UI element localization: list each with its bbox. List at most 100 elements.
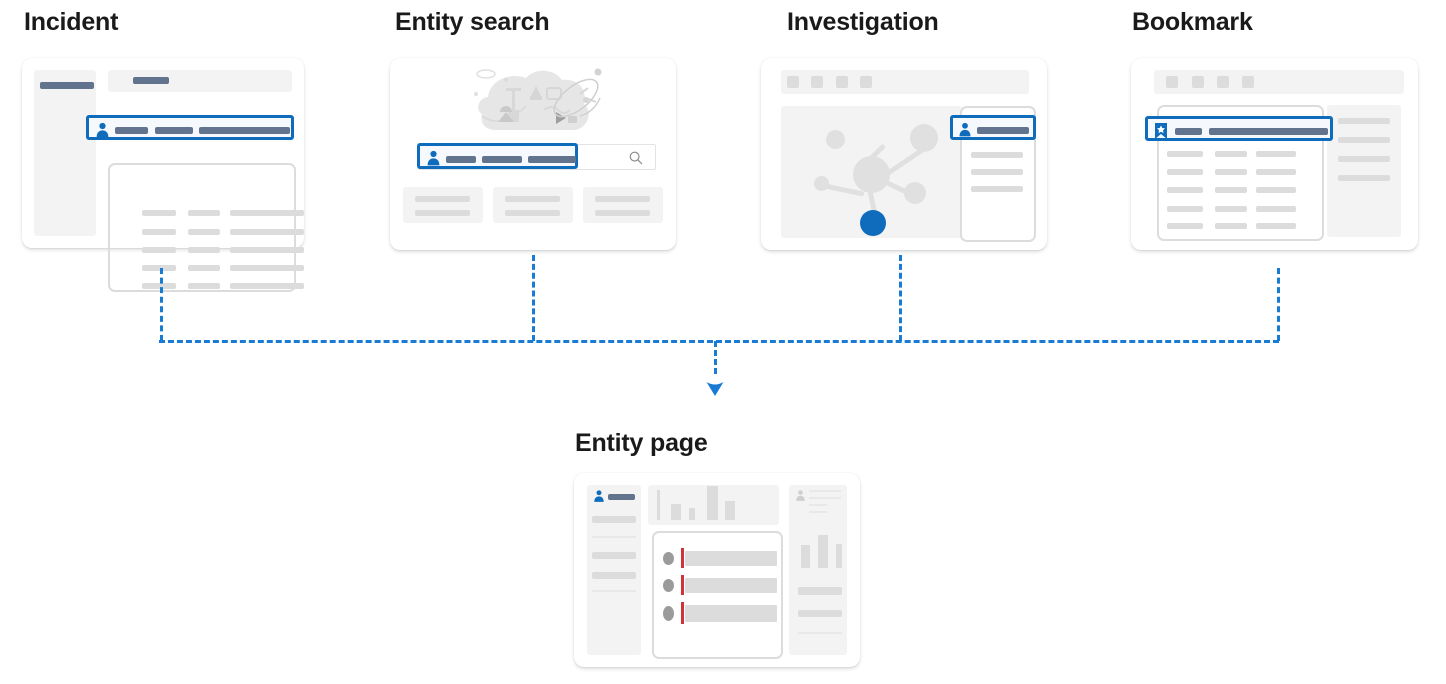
connector-drop-bookmark: [1277, 268, 1280, 341]
table-row: [1256, 206, 1296, 212]
graph-node[interactable]: [904, 182, 926, 204]
incident-left-nav: [34, 70, 96, 236]
alert-title-bar: [685, 551, 777, 566]
toolbar-square[interactable]: [1192, 76, 1204, 88]
alert-severity-marker: [681, 548, 684, 568]
table-row: [142, 229, 176, 235]
result-tile-line: [595, 210, 650, 216]
chart-bar: [671, 504, 681, 520]
table-row: [142, 247, 176, 253]
table-row: [1167, 223, 1203, 229]
highlighted-entity-row-bookmark[interactable]: [1145, 116, 1333, 141]
table-row: [230, 265, 304, 271]
left-rail-row: [592, 552, 636, 559]
toolbar-square[interactable]: [860, 76, 872, 88]
search-icon[interactable]: [628, 150, 644, 171]
entity-field-2: [482, 156, 522, 163]
highlighted-entity-row-investigation[interactable]: [950, 115, 1036, 140]
right-rail-divider: [798, 632, 842, 634]
graph-node-center[interactable]: [853, 156, 890, 193]
toolbar-square[interactable]: [811, 76, 823, 88]
result-tile-line: [505, 210, 560, 216]
entity-page-name: [608, 494, 635, 500]
bookmark-table: [1157, 105, 1324, 241]
table-row: [142, 283, 176, 289]
toolbar-square[interactable]: [787, 76, 799, 88]
bookmark-side-panel: [1327, 105, 1401, 237]
alert-dot: [663, 552, 674, 565]
table-row: [1256, 187, 1296, 193]
result-tile[interactable]: [403, 187, 483, 223]
table-row: [1167, 151, 1203, 157]
table-row: [188, 229, 220, 235]
card-investigation[interactable]: [761, 58, 1047, 250]
toolbar-square[interactable]: [1242, 76, 1254, 88]
left-rail-divider: [592, 590, 636, 592]
detail-row: [971, 186, 1023, 192]
incident-header-strip: [108, 70, 292, 92]
table-row: [1215, 151, 1247, 157]
table-row: [1256, 223, 1296, 229]
incident-table: [108, 163, 296, 292]
entity-field-1: [115, 127, 148, 134]
entity-field-3: [199, 127, 290, 134]
person-icon: [593, 489, 605, 508]
card-bookmark[interactable]: [1131, 58, 1418, 250]
table-row: [142, 265, 176, 271]
toolbar-square[interactable]: [1166, 76, 1178, 88]
search-illustration-icon: [470, 64, 602, 149]
right-rail-line: [809, 504, 827, 506]
table-row: [230, 283, 304, 289]
table-row: [230, 247, 304, 253]
table-row: [1256, 169, 1296, 175]
connector-drop-entity-search: [532, 255, 535, 341]
right-chart-bar: [818, 535, 828, 568]
table-row: [1215, 187, 1247, 193]
toolbar-square[interactable]: [1217, 76, 1229, 88]
left-rail-row: [592, 516, 636, 523]
table-row: [142, 210, 176, 216]
table-row: [1167, 169, 1203, 175]
connector-bus: [159, 340, 1279, 343]
source-title-incident: Incident: [24, 8, 119, 36]
person-icon: [426, 150, 441, 171]
entity-page-right-rail: [789, 485, 847, 655]
highlighted-entity-row-entity-search[interactable]: [417, 143, 578, 169]
chart-bar: [725, 501, 735, 520]
bookmark-icon: [1154, 122, 1168, 145]
alert-severity-marker: [681, 575, 684, 595]
incident-left-nav-title: [40, 82, 94, 89]
toolbar-square[interactable]: [836, 76, 848, 88]
table-row: [1256, 151, 1296, 157]
graph-node[interactable]: [814, 176, 829, 191]
detail-row: [971, 152, 1023, 158]
result-tile-line: [415, 196, 470, 202]
graph-node[interactable]: [826, 130, 845, 149]
result-tile-line: [415, 210, 470, 216]
source-title-investigation: Investigation: [787, 8, 939, 36]
result-tile[interactable]: [583, 187, 663, 223]
alert-dot: [663, 579, 674, 592]
target-title-entity-page: Entity page: [575, 429, 708, 457]
table-row: [1167, 187, 1203, 193]
side-row: [1338, 118, 1390, 124]
alert-severity-marker: [681, 602, 684, 624]
table-row: [1167, 206, 1203, 212]
entity-field-3: [528, 156, 576, 163]
table-row: [188, 283, 220, 289]
chart-bar: [657, 490, 660, 520]
graph-node[interactable]: [910, 124, 938, 152]
right-chart-bar: [801, 545, 810, 568]
card-incident[interactable]: [22, 58, 304, 292]
right-rail-line: [809, 511, 827, 513]
graph-node-selected[interactable]: [860, 210, 886, 236]
alert-title-bar: [685, 605, 777, 622]
result-tile[interactable]: [493, 187, 573, 223]
connector-drop-incident: [160, 268, 163, 341]
right-rail-line: [809, 490, 841, 492]
person-icon: [958, 122, 972, 142]
alert-title-bar: [685, 578, 777, 593]
card-entity-page[interactable]: [574, 473, 860, 667]
highlighted-entity-row-incident[interactable]: [86, 115, 294, 140]
